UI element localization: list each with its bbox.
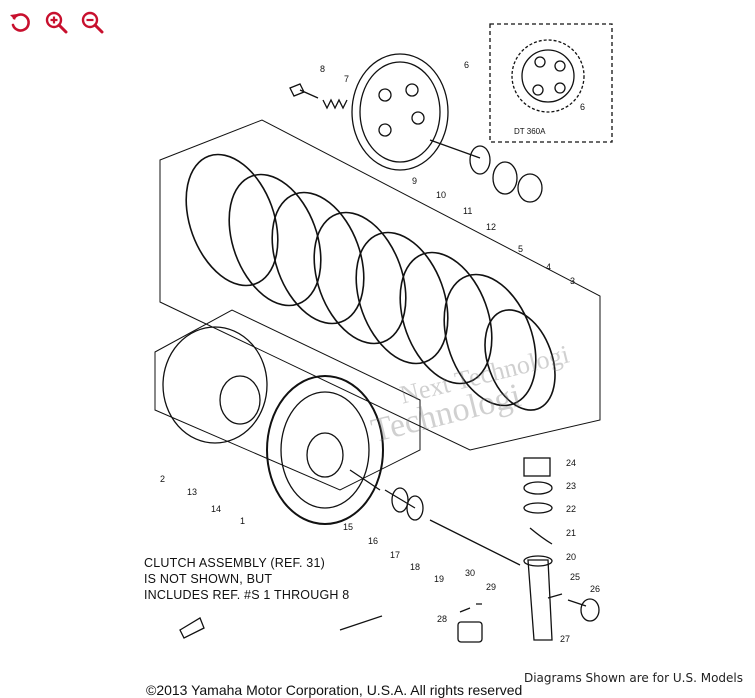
callout-10: 10 bbox=[436, 190, 446, 200]
zoom-in-icon bbox=[45, 11, 68, 34]
callout-21: 21 bbox=[566, 528, 576, 538]
clutch-boss bbox=[162, 326, 268, 444]
callout-30: 30 bbox=[465, 568, 475, 578]
callout-28: 28 bbox=[437, 614, 447, 624]
assembly-note: CLUTCH ASSEMBLY (REF. 31) IS NOT SHOWN, … bbox=[144, 555, 349, 603]
models-note: Diagrams Shown are for U.S. Models bbox=[523, 671, 743, 685]
rotate-button[interactable] bbox=[6, 8, 34, 36]
callout-6: 6 bbox=[464, 60, 469, 70]
zoom-out-icon bbox=[81, 11, 104, 34]
plates-box bbox=[159, 119, 601, 451]
callout-13: 13 bbox=[187, 487, 197, 497]
note-line-1: CLUTCH ASSEMBLY (REF. 31) bbox=[144, 556, 325, 570]
hub-box bbox=[154, 309, 421, 491]
callout-20: 20 bbox=[566, 552, 576, 562]
note-line-3: INCLUDES REF. #S 1 THROUGH 8 bbox=[144, 588, 350, 602]
callout-29: 29 bbox=[486, 582, 496, 592]
zoom-out-button[interactable] bbox=[78, 8, 106, 36]
rotate-ccw-icon bbox=[10, 13, 30, 32]
spring bbox=[322, 98, 348, 110]
zoom-toolbar bbox=[6, 8, 106, 38]
primary-driven-gear bbox=[266, 375, 384, 525]
callout-8: 8 bbox=[320, 64, 325, 74]
callout-24: 24 bbox=[566, 458, 576, 468]
note-line-2: IS NOT SHOWN, BUT bbox=[144, 572, 273, 586]
pressure-plate bbox=[351, 53, 449, 171]
callout-12: 12 bbox=[486, 222, 496, 232]
friction-plates bbox=[185, 153, 556, 411]
callout-27: 27 bbox=[560, 634, 570, 644]
copyright: ©2013 Yamaha Motor Corporation, U.S.A. A… bbox=[146, 682, 523, 698]
callout-19: 19 bbox=[434, 574, 444, 584]
callout-1: 1 bbox=[240, 516, 245, 526]
inset-label: DT 360A bbox=[514, 127, 546, 136]
callout-4: 4 bbox=[546, 262, 551, 272]
callout-16: 16 bbox=[368, 536, 378, 546]
callout-2: 2 bbox=[160, 474, 165, 484]
callout-14: 14 bbox=[211, 504, 221, 514]
callout-22: 22 bbox=[566, 504, 576, 514]
callout-6b: 6 bbox=[580, 102, 585, 112]
callout-26: 26 bbox=[590, 584, 600, 594]
callout-15: 15 bbox=[343, 522, 353, 532]
callout-23: 23 bbox=[566, 481, 576, 491]
callout-9: 9 bbox=[412, 176, 417, 186]
callout-25: 25 bbox=[570, 572, 580, 582]
callout-11: 11 bbox=[463, 206, 472, 216]
front-arrow bbox=[179, 617, 205, 639]
callout-17: 17 bbox=[390, 550, 400, 560]
zoom-in-button[interactable] bbox=[42, 8, 70, 36]
push-rod bbox=[429, 519, 521, 566]
callout-3: 3 bbox=[570, 276, 575, 286]
callout-7: 7 bbox=[344, 74, 349, 84]
callout-5: 5 bbox=[518, 244, 523, 254]
inset-box bbox=[489, 23, 613, 143]
clutch-lever bbox=[527, 559, 553, 641]
bolt bbox=[289, 83, 319, 99]
callout-18: 18 bbox=[410, 562, 420, 572]
